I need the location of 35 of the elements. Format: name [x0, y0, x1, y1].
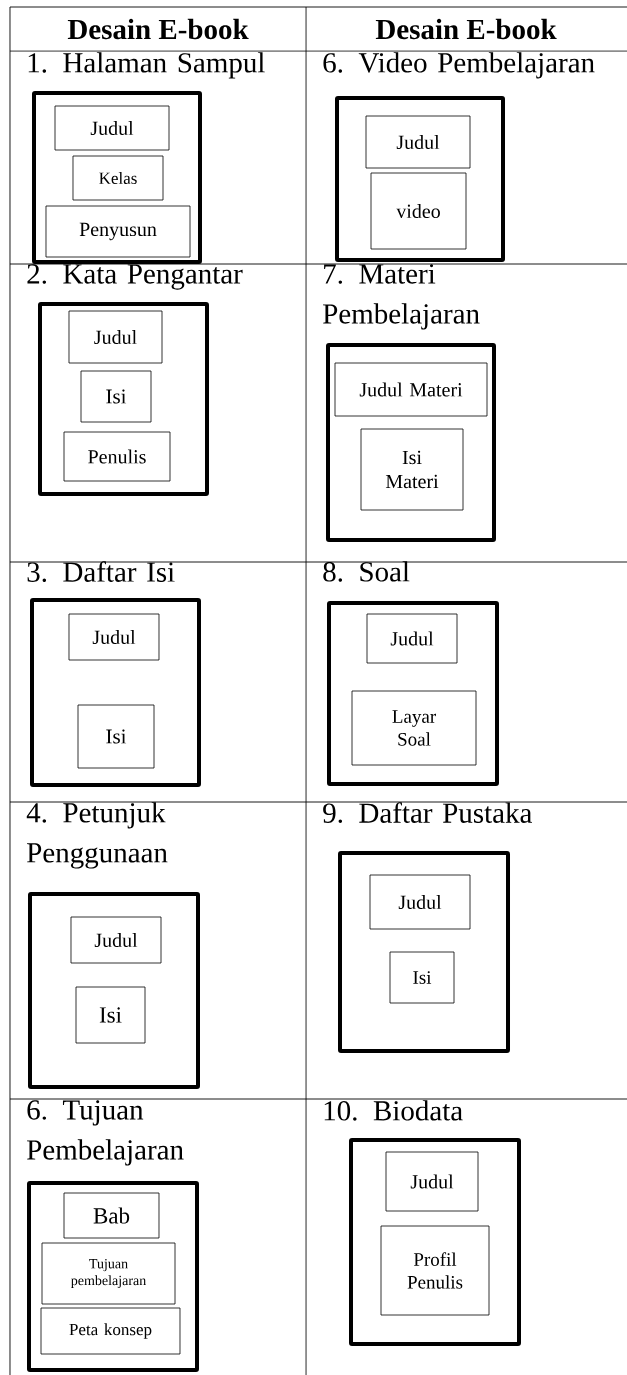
content-box: Layar Soal	[351, 690, 477, 766]
section-heading: 2. Kata Pengantar	[27, 264, 243, 290]
section-heading: 4. Petunjuk Penggunaan	[26, 802, 168, 869]
content-box: Judul Materi	[334, 362, 488, 417]
section-heading: 7. Materi Pembelajaran	[323, 264, 480, 330]
content-box: Judul	[369, 874, 471, 930]
content-box: Isi	[389, 951, 455, 1004]
section-heading: 6. Tujuan Pembelajaran	[27, 1100, 184, 1166]
section-heading: 10. Biodata	[324, 1100, 463, 1121]
content-box: Isi	[80, 370, 152, 423]
content-box: Judul	[366, 613, 458, 664]
section-heading: 8. Soal	[323, 561, 410, 582]
section-heading: 1. Halaman Sampul	[28, 52, 265, 79]
content-box: Isi	[77, 704, 155, 769]
section-heading: 3. Daftar Isi	[27, 561, 175, 583]
column-header: Desain E-book	[67, 18, 249, 40]
content-box: Judul	[68, 613, 160, 661]
content-box: Judul	[365, 115, 471, 169]
content-box: Judul	[54, 105, 170, 151]
content-box: Judul	[70, 916, 162, 964]
content-box: Isi	[75, 986, 146, 1044]
content-box: Isi Materi	[360, 428, 464, 511]
section-heading: 9. Daftar Pustaka	[323, 802, 532, 824]
content-box: video	[370, 172, 467, 250]
column-header: Desain E-book	[375, 18, 557, 40]
content-box: Penulis	[63, 431, 171, 482]
content-box: Bab	[63, 1192, 160, 1239]
content-box: Kelas	[72, 155, 164, 201]
content-box: Peta konsep	[40, 1307, 181, 1355]
content-box: Judul	[385, 1151, 479, 1212]
content-box: Penyusun	[45, 205, 191, 258]
content-box: Tujuan pembelajaran	[41, 1242, 176, 1305]
content-box: Profil Penulis	[380, 1225, 490, 1316]
section-heading: 6. Video Pembelajaran	[323, 52, 595, 79]
content-box: Judul	[68, 310, 163, 364]
